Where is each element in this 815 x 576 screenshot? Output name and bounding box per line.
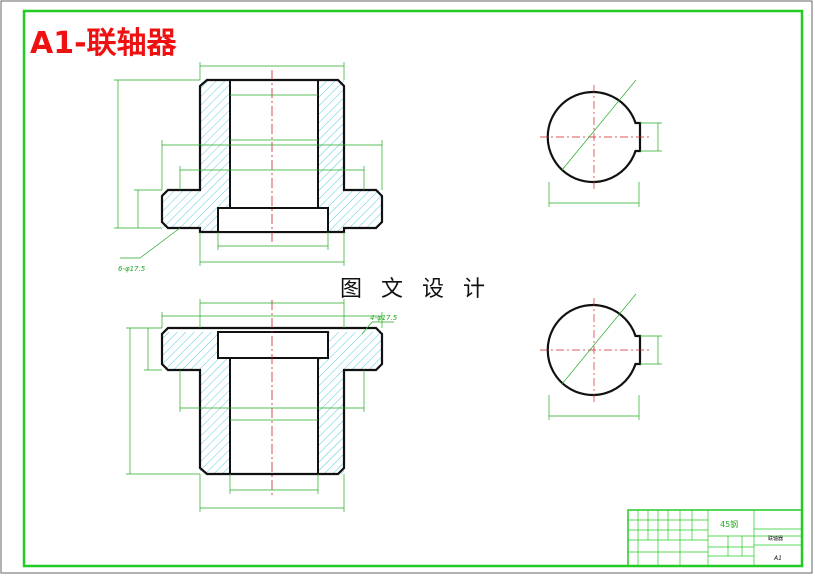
end-view-bottom <box>540 293 662 420</box>
end-bottom-dimensions <box>548 293 662 420</box>
hatch-bottom-right <box>318 332 382 474</box>
title-block-part-name: 联轴器 <box>768 535 783 542</box>
end-view-top <box>540 79 662 207</box>
end-view-top-outline <box>546 90 642 184</box>
end-view-bottom-outline <box>546 303 642 397</box>
counterbore <box>217 207 329 233</box>
title-block: 45钢 联轴器 A1 <box>627 509 803 567</box>
top-dimensions <box>114 62 383 266</box>
note-bolt-holes-bottom: 4-φ17.5 <box>370 314 398 322</box>
bottom-dimensions <box>126 299 394 512</box>
end-top-dimensions <box>548 79 662 207</box>
bottom-counterbore <box>217 331 329 359</box>
note-bolt-holes-top: 6-φ17.5 <box>118 265 146 273</box>
drawing-title: A1-联轴器 <box>30 26 178 61</box>
hatch-left-wall <box>162 80 230 232</box>
bottom-outer-outline <box>160 326 384 476</box>
title-block-material: 45钢 <box>720 519 738 529</box>
watermark: 图 文 设 计 <box>340 277 491 302</box>
drawing-frame <box>22 9 804 568</box>
bottom-section-view: 4-φ17.5 <box>126 299 398 512</box>
hatch-right-wall <box>318 80 382 232</box>
hatch-bottom-left <box>162 332 230 474</box>
top-section-view: 6-φ17.5 <box>114 62 384 273</box>
title-block-sheet-size: A1 <box>773 555 782 562</box>
